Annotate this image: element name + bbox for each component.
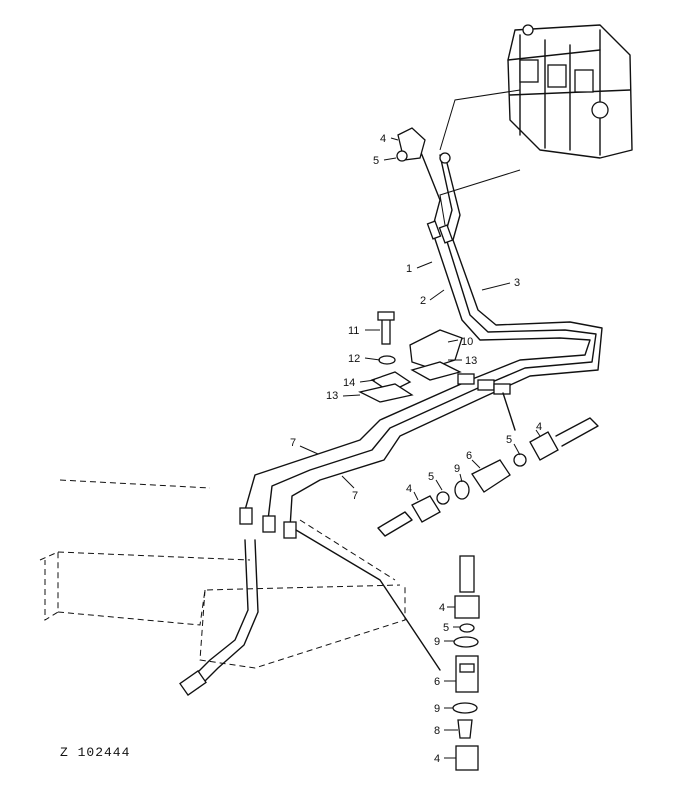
callout-4-vert-bottom: 4: [434, 753, 440, 765]
exploded-fitting-vertical: [452, 555, 480, 771]
callout-4-top: 4: [380, 133, 386, 145]
callout-4-horiz-left: 4: [406, 483, 412, 495]
callout-6-horiz: 6: [466, 450, 472, 462]
washer-12: [378, 355, 396, 365]
callout-7-left: 7: [290, 437, 296, 449]
clamp-plate-13: [410, 361, 462, 381]
callout-2: 2: [420, 295, 426, 307]
clamp-half-10: [409, 329, 463, 369]
callout-5-vert: 5: [443, 622, 449, 634]
callout-4-vert-top: 4: [439, 602, 445, 614]
callout-9-vert-top: 9: [434, 636, 440, 648]
callout-13-left: 13: [326, 390, 338, 402]
callout-3: 3: [514, 277, 520, 289]
callout-14: 14: [343, 377, 355, 389]
callout-11: 11: [348, 325, 359, 337]
callout-9-horiz: 9: [454, 463, 460, 475]
callout-5-horiz-left: 5: [428, 471, 434, 483]
callout-13-right: 13: [465, 355, 477, 367]
callout-6-vert: 6: [434, 676, 440, 688]
hydraulic-line-1: [244, 149, 591, 511]
control-valve-block: [507, 24, 633, 159]
callout-9-vert-bottom: 9: [434, 703, 440, 715]
callout-10: 10: [461, 336, 473, 348]
clamp-plate-13b: [358, 383, 414, 403]
hose-lower-left: [179, 539, 259, 696]
callout-labels: 4 5 1 2 3 11 12 10 13 14 13 7 7 4 5 6 9 …: [290, 133, 542, 765]
exploded-fitting-horizontal: [377, 417, 599, 537]
callout-12: 12: [348, 353, 360, 365]
leader-to-lower-assembly: [295, 392, 516, 671]
callout-7-right: 7: [352, 490, 358, 502]
figure-id: Z 102444: [60, 745, 130, 760]
elbow-fitting-top: [396, 127, 451, 164]
clamp-assembly: [358, 311, 463, 403]
callout-5-horiz-right: 5: [506, 434, 512, 446]
callout-5-top: 5: [373, 155, 379, 167]
valve-leader-lines: [439, 89, 521, 226]
callout-1: 1: [406, 263, 412, 275]
tractor-frame-outline: [39, 479, 406, 669]
bolt-11: [381, 317, 391, 345]
hydraulic-line-3: [289, 154, 603, 529]
callout-8: 8: [434, 725, 440, 737]
callout-4-horiz-right: 4: [536, 421, 542, 433]
hydraulic-line-2: [267, 154, 597, 521]
